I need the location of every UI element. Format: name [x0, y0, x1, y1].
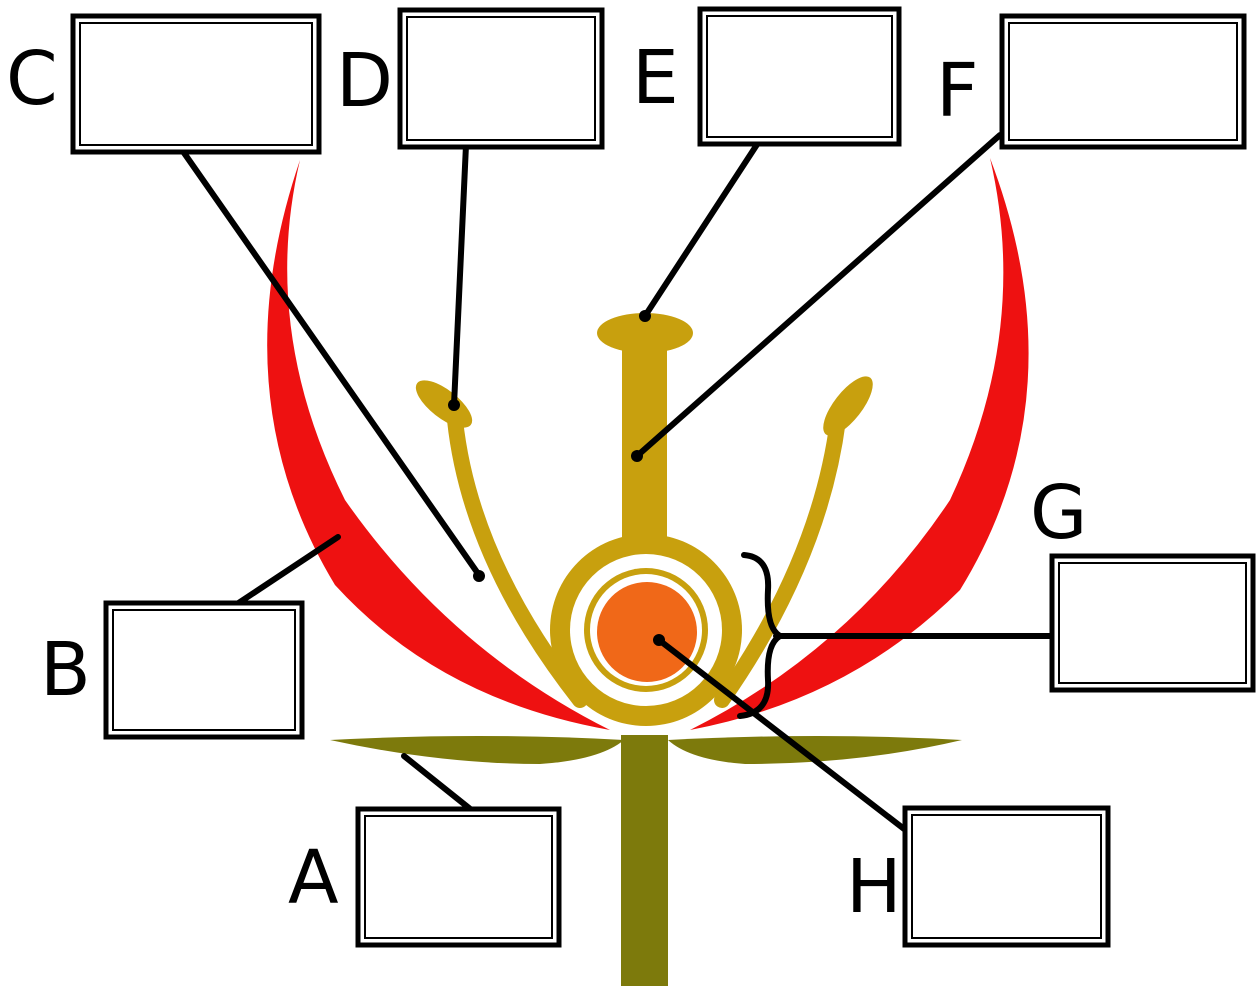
label-a: A — [288, 835, 339, 921]
leader-e — [645, 143, 758, 316]
answer-box-c[interactable] — [73, 16, 319, 152]
answer-box-d[interactable] — [400, 10, 602, 147]
ovule — [597, 582, 697, 682]
stamen-right-anther — [815, 369, 881, 443]
leader-d — [454, 145, 466, 405]
label-d: D — [336, 38, 393, 124]
dot-e — [639, 310, 651, 322]
stamen-left-anther — [409, 372, 480, 436]
answer-box-f[interactable] — [1002, 16, 1244, 147]
answer-box-h[interactable] — [905, 808, 1108, 945]
stem — [621, 735, 668, 986]
dot-h — [653, 634, 665, 646]
label-f: F — [936, 48, 979, 134]
answer-box-a[interactable] — [358, 809, 559, 945]
answer-box-b[interactable] — [106, 603, 302, 737]
answer-box-e[interactable] — [700, 9, 899, 144]
sepal-left — [330, 736, 624, 764]
label-c: C — [6, 36, 58, 122]
dot-c — [473, 570, 485, 582]
dot-d — [448, 399, 460, 411]
letter-labels: A B C D E F G H — [6, 35, 1087, 930]
leader-b — [237, 537, 338, 604]
leader-f — [637, 135, 1000, 456]
label-h: H — [846, 844, 902, 930]
leader-h — [659, 640, 908, 832]
label-b: B — [40, 627, 91, 713]
answer-box-g[interactable] — [1052, 556, 1253, 690]
leader-a — [404, 756, 474, 812]
dot-f — [631, 450, 643, 462]
label-g: G — [1030, 470, 1087, 556]
label-e: E — [632, 35, 679, 121]
